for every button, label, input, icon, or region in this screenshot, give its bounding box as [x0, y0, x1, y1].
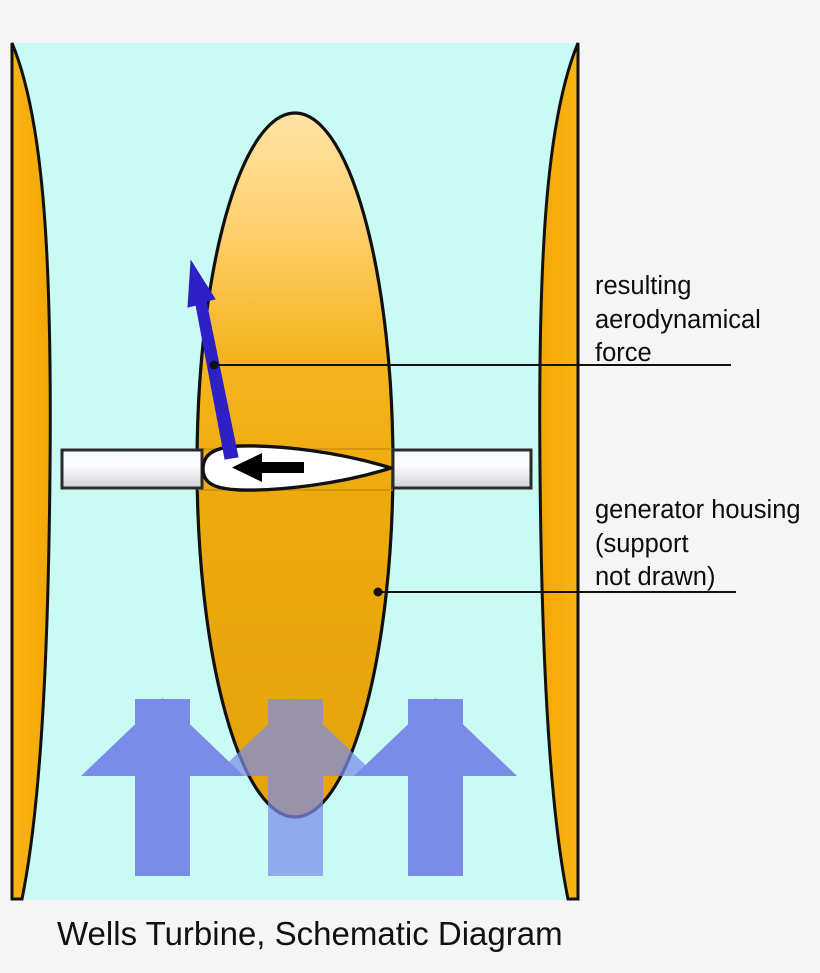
flow-arrow-center	[214, 698, 377, 876]
housing-wall-left	[10, 42, 52, 901]
flow-arrow-left	[81, 698, 244, 876]
shaft-left	[60, 448, 204, 490]
force-arrow	[187, 259, 239, 460]
label-housing-line3: not drawn)	[595, 563, 715, 591]
housing-wall-right	[538, 42, 580, 901]
annotation-aerodynamic-force: resulting aerodynamical force	[209, 272, 761, 370]
label-force-line2: aerodynamical	[595, 306, 761, 334]
label-housing-line2: (support	[595, 530, 689, 558]
blade-chord-arrow	[232, 453, 304, 482]
label-housing-line1: generator housing	[595, 496, 801, 524]
figure-caption: Wells Turbine, Schematic Diagram	[57, 915, 563, 952]
shaft-right	[391, 448, 533, 490]
annotation-generator-housing: generator housing (support not drawn)	[373, 496, 801, 597]
flow-arrow-right	[354, 698, 517, 876]
label-force-line1: resulting	[595, 272, 691, 300]
label-force-line3: force	[595, 339, 652, 367]
